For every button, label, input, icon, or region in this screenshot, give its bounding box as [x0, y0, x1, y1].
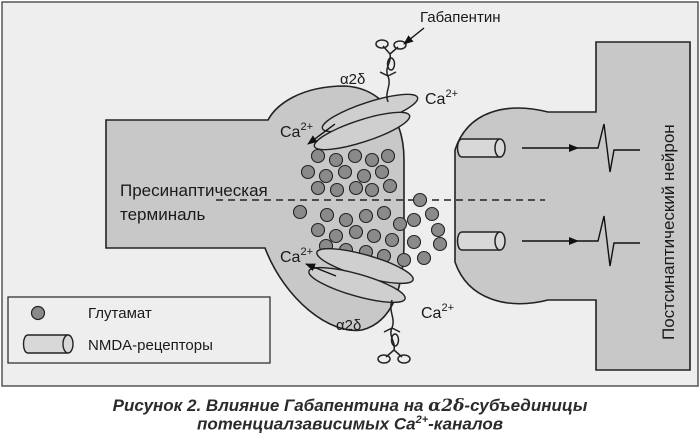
- glutamate-vesicle: [392, 216, 408, 232]
- postsynaptic-neuron: [454, 41, 691, 371]
- glutamate-vesicle: [424, 206, 440, 222]
- postsynaptic-label: Постсинаптический нейрон: [659, 124, 678, 340]
- glutamate-vesicle: [348, 224, 364, 240]
- glutamate-vesicle: [358, 208, 374, 224]
- calcium-label-top-right: Ca2+: [425, 88, 458, 108]
- glutamate-vesicle: [432, 236, 448, 252]
- calcium-label-bottom-left: Ca2+: [280, 246, 313, 266]
- glutamate-vesicle: [348, 180, 364, 196]
- glutamate-vesicle: [310, 148, 326, 164]
- glutamate-vesicle: [347, 148, 363, 164]
- glutamate-vesicle: [430, 222, 446, 238]
- glutamate-vesicle: [292, 204, 308, 220]
- glutamate-vesicle: [376, 205, 392, 221]
- alpha2delta-label-top: α2δ: [340, 71, 365, 88]
- glutamate-vesicle: [374, 164, 390, 180]
- glutamate-vesicle: [412, 192, 428, 208]
- figure-caption-line1: Рисунок 2. Влияние Габапентина на α2δ-су…: [112, 396, 588, 416]
- glutamate-vesicle: [384, 232, 400, 248]
- glutamate-vesicle: [328, 228, 344, 244]
- glutamate-legend-label: Глутамат: [88, 305, 152, 322]
- vesicle-group: [292, 148, 448, 280]
- glutamate-vesicle: [382, 178, 398, 194]
- glutamate-legend-icon: [30, 305, 46, 321]
- figure-caption-line2: потенциалзависимых Ca2+-каналов: [196, 414, 504, 434]
- calcium-influx-arrow-bottom: [305, 263, 337, 277]
- glutamate-vesicle: [364, 152, 380, 168]
- action-potential-top: [578, 123, 640, 173]
- glutamate-vesicle: [406, 212, 422, 228]
- calcium-label-bottom-right: Ca2+: [421, 302, 454, 322]
- presynaptic-label-line1: Пресинаптическая: [120, 181, 268, 200]
- glutamate-vesicle: [396, 252, 412, 268]
- glutamate-vesicle: [318, 168, 334, 184]
- glutamate-vesicle: [328, 152, 344, 168]
- glutamate-vesicle: [319, 207, 335, 223]
- calcium-influx-arrow-top: [307, 123, 336, 145]
- gabapentin-arrow: [403, 27, 425, 45]
- action-potential-bottom: [578, 215, 640, 267]
- glutamate-vesicle: [406, 234, 422, 250]
- glutamate-vesicle: [310, 180, 326, 196]
- alpha2delta-subunit-top: [375, 39, 407, 103]
- glutamate-vesicle: [329, 182, 345, 198]
- glutamate-vesicle: [300, 164, 316, 180]
- calcium-channel-top: [313, 93, 419, 151]
- glutamate-vesicle: [338, 212, 354, 228]
- alpha2delta-subunit-bottom: [377, 299, 411, 364]
- nmda-receptor-top: [456, 138, 506, 158]
- presynaptic-label-line2: терминаль: [120, 205, 205, 224]
- glutamate-vesicle: [310, 222, 326, 238]
- alpha2delta-label-bottom: α2δ: [336, 317, 361, 334]
- calcium-label-top-left: Ca2+: [280, 121, 313, 141]
- glutamate-vesicle: [416, 250, 432, 266]
- glutamate-vesicle: [364, 182, 380, 198]
- nmda-legend-label: NMDA-рецепторы: [88, 337, 213, 354]
- gabapentin-label: Габапентин: [420, 9, 501, 26]
- legend: Глутамат NMDA-рецепторы: [7, 296, 271, 364]
- nmda-legend-icon: [22, 334, 74, 354]
- glutamate-vesicle: [356, 168, 372, 184]
- glutamate-vesicle: [366, 228, 382, 244]
- nmda-receptor-bottom: [456, 231, 506, 251]
- glutamate-vesicle: [337, 164, 353, 180]
- glutamate-vesicle: [380, 148, 396, 164]
- calcium-channel-bottom: [308, 247, 414, 304]
